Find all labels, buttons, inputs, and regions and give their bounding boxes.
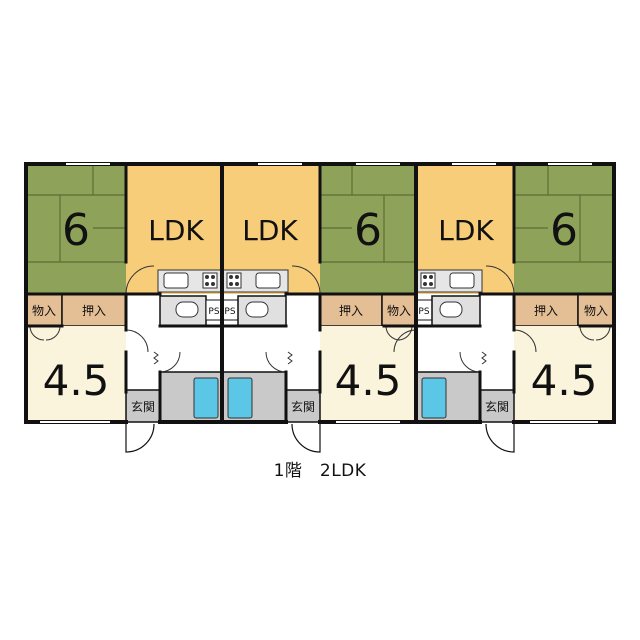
tatami-mat-lines bbox=[320, 164, 416, 263]
entrance-label: 玄関 bbox=[291, 399, 315, 414]
toilet-icon bbox=[245, 301, 269, 318]
closet-b-label: 押入 bbox=[339, 304, 363, 318]
bathtub-icon bbox=[421, 377, 447, 419]
unit-3: LDK 6 押入 物入 4.5 PS 玄関 bbox=[415, 164, 615, 453]
sink-icon bbox=[449, 272, 475, 289]
entrance bbox=[479, 389, 515, 423]
step-markers bbox=[153, 351, 487, 365]
tatami-room-6 bbox=[26, 164, 126, 294]
interior-door-swings bbox=[29, 265, 611, 373]
bathtub-icon bbox=[227, 377, 253, 419]
ldk-label: LDK bbox=[148, 214, 204, 247]
room-45-label: 4.5 bbox=[43, 356, 110, 405]
room-45-label: 4.5 bbox=[531, 356, 598, 405]
closet-b-label: 押入 bbox=[534, 304, 558, 318]
room-45-number: 4.5 bbox=[43, 356, 110, 405]
floor-caption: 1階 2LDK bbox=[273, 461, 367, 481]
tatami-mat-lines bbox=[26, 164, 126, 263]
unit-1: 6 LDK 物入 押入 4.5 PS 玄関 bbox=[25, 164, 223, 453]
closet-a-label: 物入 bbox=[387, 304, 411, 318]
ps-label: PS bbox=[418, 307, 429, 317]
room-45-label: 4.5 bbox=[335, 356, 402, 405]
tatami-room-6 bbox=[514, 164, 614, 294]
tatami-mat-lines bbox=[514, 164, 614, 263]
sink-icon bbox=[163, 272, 189, 289]
entrance-label: 玄関 bbox=[485, 399, 509, 414]
entrance-door-swing bbox=[485, 423, 515, 453]
stove-icon bbox=[420, 272, 436, 289]
toilet-icon bbox=[175, 301, 199, 318]
room-45-number: 4.5 bbox=[335, 356, 402, 405]
unit-2: LDK 6 押入 物入 4.5 PS 玄関 bbox=[221, 164, 417, 453]
room-45 bbox=[514, 326, 614, 422]
closet-a-label: 物入 bbox=[584, 304, 608, 318]
tatami-6-label: 6 bbox=[354, 205, 382, 256]
room-45-number: 4.5 bbox=[531, 356, 598, 405]
entrance-door-swing bbox=[291, 423, 321, 453]
ldk-label: LDK bbox=[242, 214, 298, 247]
stove-icon bbox=[202, 272, 218, 289]
ps-label: PS bbox=[208, 307, 219, 317]
entrance-label: 玄関 bbox=[131, 399, 155, 414]
closet-b-label: 押入 bbox=[82, 304, 106, 318]
tatami-6-label: 6 bbox=[62, 205, 90, 256]
closet-a-label: 物入 bbox=[32, 304, 56, 318]
room-45 bbox=[26, 326, 126, 422]
toilet-icon bbox=[439, 301, 463, 318]
entrance-door-swing bbox=[125, 423, 155, 453]
room-45 bbox=[320, 326, 416, 422]
ps-label: PS bbox=[224, 307, 235, 317]
sink-icon bbox=[255, 272, 281, 289]
bathtub-icon bbox=[193, 377, 219, 419]
tatami-room-6 bbox=[320, 164, 416, 294]
ldk-label: LDK bbox=[438, 214, 494, 247]
stove-icon bbox=[226, 272, 242, 289]
window-marks bbox=[40, 163, 598, 423]
tatami-6-label: 6 bbox=[550, 205, 578, 256]
